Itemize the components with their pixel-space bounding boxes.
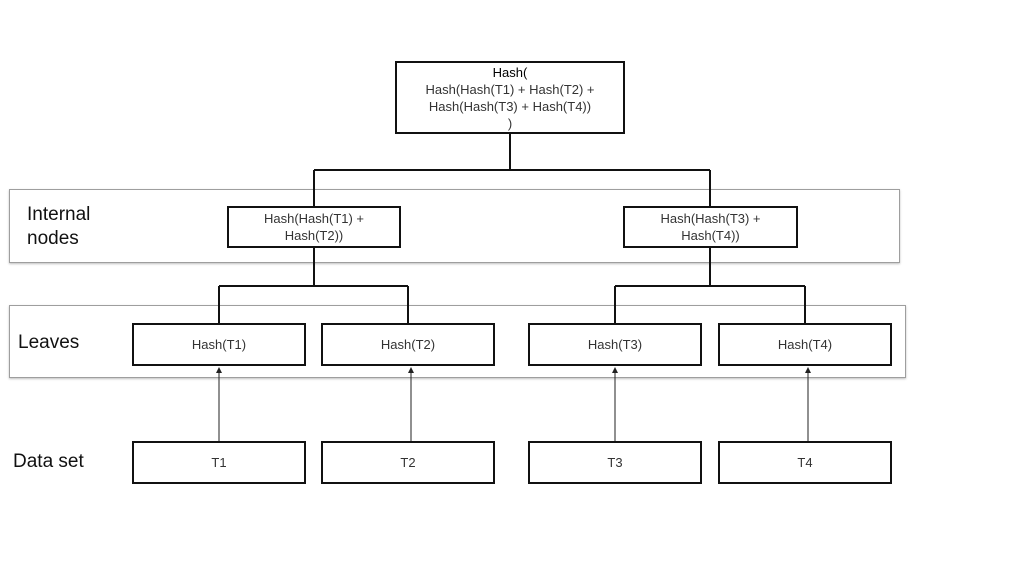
internal-nodes-band: [9, 189, 900, 263]
leaves-band: [9, 305, 906, 378]
data-node-4: T4: [718, 441, 892, 484]
data-node-1: T1: [132, 441, 306, 484]
internal-node-right: Hash(Hash(T3) + Hash(T4)): [623, 206, 798, 248]
internal-node-left: Hash(Hash(T1) + Hash(T2)): [227, 206, 401, 248]
data-set-label: Data set: [13, 451, 84, 472]
root-line-2: Hash(Hash(T1) + Hash(T2) +: [425, 81, 595, 97]
leaf-node-2: Hash(T2): [321, 323, 495, 366]
leaves-label: Leaves: [18, 332, 80, 353]
root-line-4: ): [507, 115, 513, 131]
leaf-node-4: Hash(T4): [718, 323, 892, 366]
root-line-3: Hash(Hash(T3) + Hash(T4)): [428, 98, 592, 114]
leaf-node-1: Hash(T1): [132, 323, 306, 366]
leaf-node-3: Hash(T3): [528, 323, 702, 366]
root-line-1: Hash(: [492, 64, 528, 80]
internal-nodes-label: Internal nodes: [27, 204, 91, 249]
data-node-2: T2: [321, 441, 495, 484]
data-node-3: T3: [528, 441, 702, 484]
root-hash-node: Hash( Hash(Hash(T1) + Hash(T2) + Hash(Ha…: [395, 61, 625, 134]
